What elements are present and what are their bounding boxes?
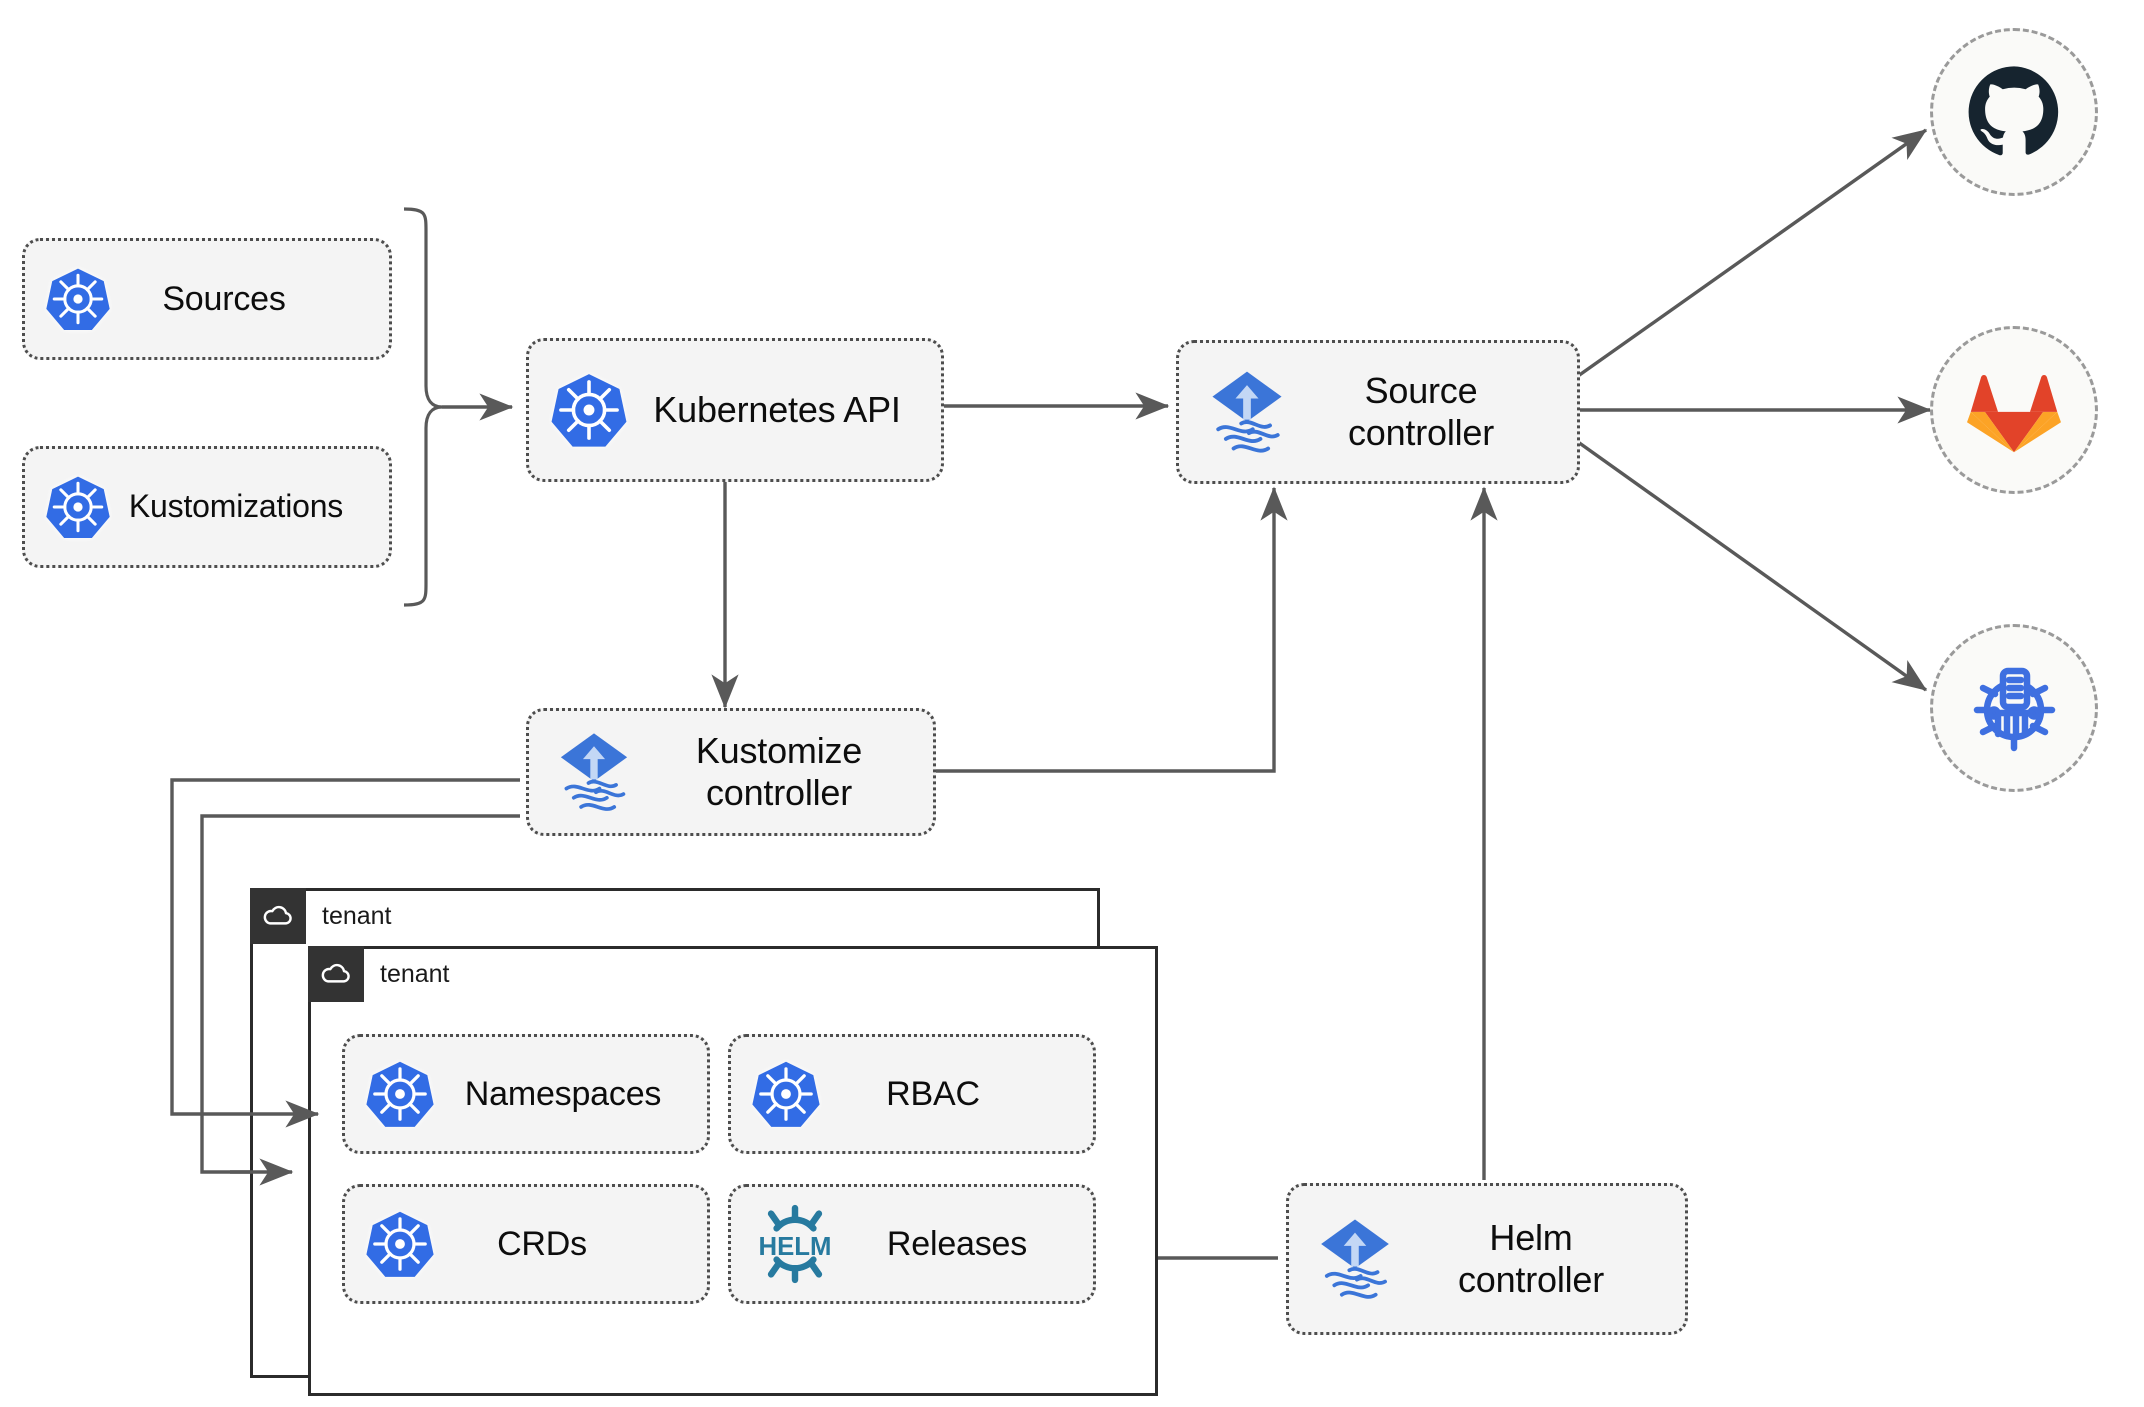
tenant-header-inner: tenant xyxy=(308,946,450,1002)
kubernetes-icon xyxy=(357,1209,443,1279)
group-brace xyxy=(403,207,443,607)
helm-repository-icon xyxy=(1973,667,2056,752)
external-source-helm-repository[interactable] xyxy=(1930,624,2098,792)
node-label: Kustomize controller xyxy=(695,729,863,813)
node-label: Helm controller xyxy=(1457,1216,1605,1300)
kubernetes-icon xyxy=(543,371,635,449)
node-helm-controller[interactable]: Helm controller xyxy=(1286,1183,1688,1335)
node-label: Kustomizations xyxy=(128,488,344,525)
external-source-github[interactable] xyxy=(1930,28,2098,196)
helm-wordmark: HELM xyxy=(759,1233,832,1261)
kubernetes-icon xyxy=(39,474,117,540)
node-label: Sources xyxy=(162,279,286,318)
node-label: Releases xyxy=(886,1224,1028,1263)
tenant-label-inner: tenant xyxy=(380,959,450,988)
node-rbac[interactable]: RBAC xyxy=(728,1034,1096,1154)
node-label: RBAC xyxy=(886,1074,980,1113)
node-label: Kubernetes API xyxy=(653,388,901,430)
edge-kustomize-to-source xyxy=(936,486,1288,773)
node-label: CRDs xyxy=(497,1224,587,1263)
cloud-icon xyxy=(308,946,364,1002)
tenant-container-inner: tenant xyxy=(308,946,1158,1396)
node-label: Source controller xyxy=(1347,369,1495,453)
node-kustomizations[interactable]: Kustomizations xyxy=(22,446,392,568)
gitlab-icon xyxy=(1967,374,2061,453)
node-sources[interactable]: Sources xyxy=(22,238,392,360)
node-label: Namespaces xyxy=(464,1074,662,1113)
tenant-header-outer: tenant xyxy=(250,888,392,944)
kubernetes-icon xyxy=(357,1059,443,1129)
external-source-gitlab[interactable] xyxy=(1930,326,2098,494)
cloud-icon xyxy=(250,888,306,944)
flux-icon xyxy=(1191,364,1303,460)
flux-icon xyxy=(541,726,647,818)
edge-source-to-helm-repository xyxy=(1577,440,1928,692)
flux-icon xyxy=(1301,1212,1409,1306)
node-namespaces[interactable]: Namespaces xyxy=(342,1034,710,1154)
tenant-label-outer: tenant xyxy=(322,901,392,930)
kubernetes-icon xyxy=(743,1059,829,1129)
kubernetes-icon xyxy=(39,266,117,332)
node-kustomize-controller[interactable]: Kustomize controller xyxy=(526,708,936,836)
edge-source-to-github xyxy=(1577,128,1928,378)
helm-icon: HELM xyxy=(743,1204,847,1284)
github-icon xyxy=(1968,66,2059,156)
node-crds[interactable]: CRDs xyxy=(342,1184,710,1304)
node-source-controller[interactable]: Source controller xyxy=(1176,340,1580,484)
node-kubernetes-api[interactable]: Kubernetes API xyxy=(526,338,944,482)
node-releases[interactable]: HELM Releases xyxy=(728,1184,1096,1304)
